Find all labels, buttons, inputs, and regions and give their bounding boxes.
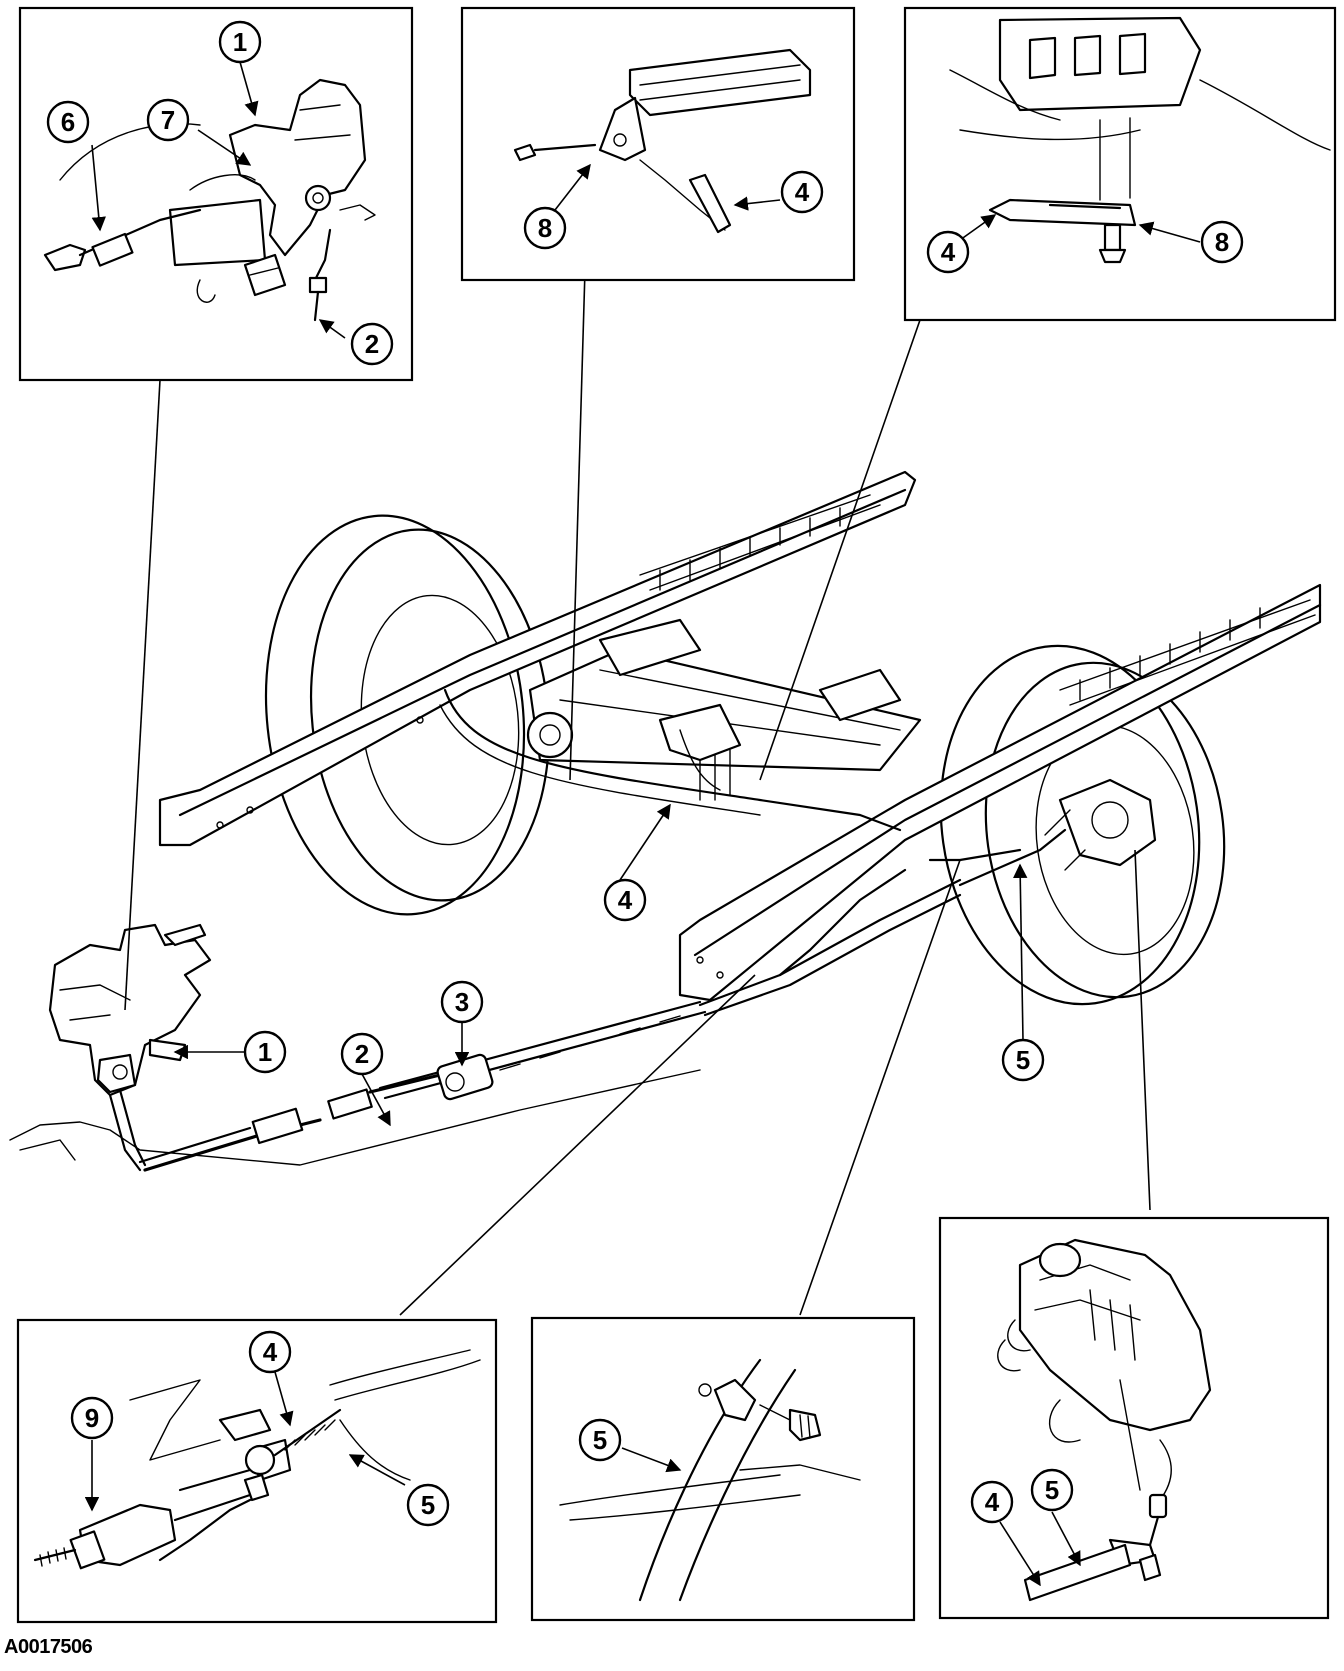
inset-cable-clip-detail: 5 bbox=[530, 1316, 916, 1622]
svg-text:6: 6 bbox=[61, 107, 75, 137]
main-view-callouts: 1 2 3 4 5 bbox=[173, 803, 1045, 1127]
main-pedal-assembly bbox=[48, 923, 212, 1172]
svg-text:4: 4 bbox=[985, 1487, 1000, 1517]
callout-4-top: 4 bbox=[780, 170, 824, 214]
right-frame-rail bbox=[678, 583, 1322, 1002]
callout-5-caliper: 5 bbox=[1030, 1468, 1074, 1512]
svg-text:5: 5 bbox=[1016, 1045, 1030, 1075]
cross-members bbox=[526, 618, 922, 801]
figure-id-label: A0017506 bbox=[4, 1636, 93, 1658]
svg-text:2: 2 bbox=[355, 1039, 369, 1069]
callout-4-right: 4 bbox=[926, 230, 970, 274]
svg-text:1: 1 bbox=[233, 27, 247, 57]
callout-5-clip: 5 bbox=[578, 1418, 622, 1462]
callout-1-pedal: 1 bbox=[218, 20, 262, 64]
inset-pedal-detail: 1 6 7 2 bbox=[18, 6, 414, 382]
callout-2-pedal: 2 bbox=[350, 322, 394, 366]
svg-text:7: 7 bbox=[161, 105, 175, 135]
svg-text:8: 8 bbox=[538, 213, 552, 243]
inset-equalizer-detail: 9 4 5 bbox=[16, 1318, 498, 1624]
svg-text:5: 5 bbox=[421, 1490, 435, 1520]
svg-text:5: 5 bbox=[593, 1425, 607, 1455]
svg-text:2: 2 bbox=[365, 329, 379, 359]
callout-6-pedal: 6 bbox=[46, 100, 90, 144]
callout-7-pedal: 7 bbox=[146, 98, 190, 142]
callout-9-equalizer: 9 bbox=[70, 1396, 114, 1440]
svg-text:9: 9 bbox=[85, 1403, 99, 1433]
inset-leader-lines bbox=[124, 269, 1151, 1316]
callout-2-main: 2 bbox=[340, 1032, 384, 1076]
callout-8-right: 8 bbox=[1200, 220, 1244, 264]
main-chassis-view bbox=[9, 470, 1322, 1172]
callout-3-main: 3 bbox=[440, 980, 484, 1024]
callout-8-top: 8 bbox=[523, 206, 567, 250]
right-rear-wheel bbox=[939, 644, 1226, 1006]
callout-4-main: 4 bbox=[603, 878, 647, 922]
svg-text:4: 4 bbox=[941, 237, 956, 267]
callout-5-main: 5 bbox=[1001, 1038, 1045, 1082]
inset-bracket-top-detail: 8 4 bbox=[460, 6, 856, 282]
svg-text:3: 3 bbox=[455, 987, 469, 1017]
svg-text:8: 8 bbox=[1215, 227, 1229, 257]
svg-text:1: 1 bbox=[258, 1037, 272, 1067]
callout-4-equalizer: 4 bbox=[248, 1330, 292, 1374]
svg-text:4: 4 bbox=[618, 885, 633, 915]
callout-1-main: 1 bbox=[243, 1030, 287, 1074]
svg-text:4: 4 bbox=[795, 177, 810, 207]
rear-brake-assembly bbox=[1044, 778, 1157, 871]
svg-text:5: 5 bbox=[1045, 1475, 1059, 1505]
inset-bracket-right-detail: 4 8 bbox=[903, 6, 1337, 322]
inset-caliper-detail: 4 5 bbox=[938, 1216, 1330, 1620]
main-cable-run bbox=[138, 688, 1067, 1172]
left-frame-rail bbox=[158, 470, 917, 847]
callout-4-caliper: 4 bbox=[970, 1480, 1014, 1524]
svg-text:4: 4 bbox=[263, 1337, 278, 1367]
callout-5-equalizer: 5 bbox=[406, 1483, 450, 1527]
